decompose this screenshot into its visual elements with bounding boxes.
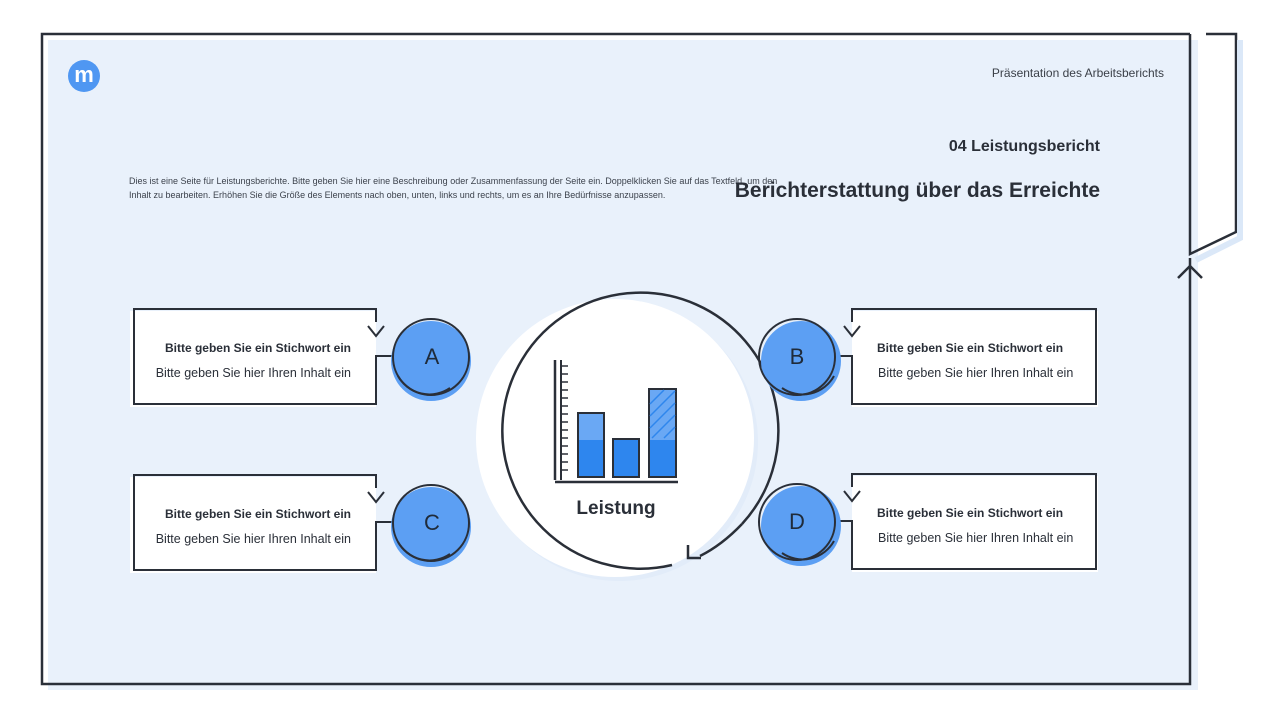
item-content[interactable]: Bitte geben Sie hier Ihren Inhalt ein [878, 531, 1074, 545]
badge-a: A [424, 344, 440, 369]
center-label[interactable]: Leistung [576, 498, 656, 519]
description-text[interactable]: Dies ist eine Seite für Leistungsbericht… [129, 176, 778, 200]
item-box-d[interactable]: Bitte geben Sie ein Stichwort ein Bitte … [853, 474, 1097, 570]
badge-circle-b [758, 318, 841, 401]
bar-chart-icon [553, 360, 678, 484]
box-frame-c [130, 474, 392, 573]
logo: m [68, 60, 100, 92]
item-keyword[interactable]: Bitte geben Sie ein Stichwort ein [164, 341, 351, 355]
page-heading: Berichterstattung über das Erreichte [734, 179, 1100, 202]
item-box-b[interactable]: Bitte geben Sie ein Stichwort ein Bitte … [853, 309, 1097, 405]
badge-c: C [424, 510, 440, 535]
box-frame-a [130, 308, 392, 407]
item-content[interactable]: Bitte geben Sie hier Ihren Inhalt ein [155, 532, 351, 546]
item-keyword[interactable]: Bitte geben Sie ein Stichwort ein [877, 341, 1064, 355]
badge-b: B [789, 344, 805, 369]
badge-circle-d [758, 483, 841, 566]
box-frame-b [836, 308, 1098, 407]
item-keyword[interactable]: Bitte geben Sie ein Stichwort ein [877, 506, 1064, 520]
badge-circle-a [391, 318, 471, 401]
badge-d: D [789, 509, 805, 534]
item-box-a[interactable]: Bitte geben Sie ein Stichwort ein Bitte … [133, 309, 377, 405]
item-content[interactable]: Bitte geben Sie hier Ihren Inhalt ein [155, 366, 351, 380]
header-title: Präsentation des Arbeitsberichts [991, 66, 1164, 80]
item-content[interactable]: Bitte geben Sie hier Ihren Inhalt ein [878, 366, 1074, 380]
box-frame-d [836, 473, 1098, 572]
badge-circle-c [391, 484, 471, 567]
item-box-c[interactable]: Bitte geben Sie ein Stichwort ein Bitte … [133, 475, 377, 571]
item-keyword[interactable]: Bitte geben Sie ein Stichwort ein [164, 507, 351, 521]
section-number: 04 Leistungsbericht [948, 138, 1100, 155]
